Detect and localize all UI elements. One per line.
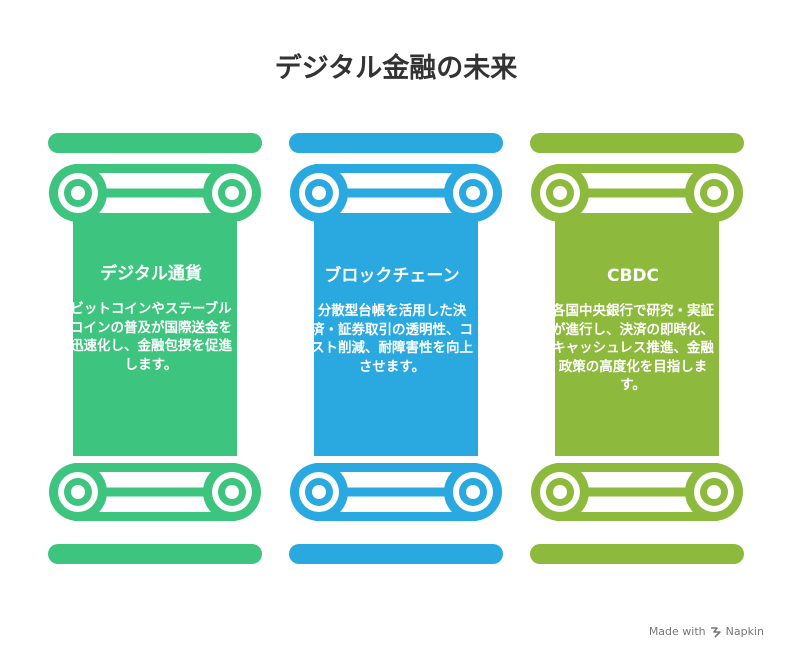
capital-top-bar <box>74 463 236 472</box>
column-shaft <box>73 218 237 456</box>
pillar-cbdc: CBDC 各国中央銀行で研究・実証が進行し、決済の即時化、キャッシュレス推進、金… <box>526 0 748 660</box>
pillar-body: 各国中央銀行で研究・実証が進行し、決済の即時化、キャッシュレス推進、金融政策の高… <box>552 303 714 393</box>
capital-bottom-bar <box>556 213 718 222</box>
volute-eye <box>707 485 721 499</box>
volute-eye <box>312 485 326 499</box>
column-abacus-top <box>48 133 262 153</box>
pillar-text: CBDC 各国中央銀行で研究・実証が進行し、決済の即時化、キャッシュレス推進、金… <box>550 264 716 395</box>
pillar-body: 分散型台帳を活用した決済・証券取引の透明性、コスト削減、耐障害性を向上させます。 <box>311 303 473 375</box>
capital-bottom-bar <box>315 512 477 521</box>
capital-mid-bar <box>556 188 718 198</box>
pillar-heading: ブロックチェーン <box>324 266 460 286</box>
capital-bottom-bar <box>74 512 236 521</box>
capital-top-bar <box>74 164 236 173</box>
capital-bottom-bar <box>74 213 236 222</box>
capital-mid-bar <box>315 188 477 198</box>
capital-top-bar <box>556 164 718 173</box>
capital-mid-bar <box>556 487 718 497</box>
pillar-blockchain: ブロックチェーン 分散型台帳を活用した決済・証券取引の透明性、コスト削減、耐障害… <box>285 0 507 660</box>
footer-text: Made with <box>648 625 706 638</box>
pillar-heading: デジタル通貨 <box>100 264 202 284</box>
volute-eye <box>707 186 721 200</box>
capital-mid-bar <box>315 487 477 497</box>
pillar-body: ビットコインやステーブルコインの普及が国際送金を迅速化し、金融包摂を促進します。 <box>70 301 232 373</box>
volute-eye <box>225 186 239 200</box>
column-shaft <box>314 218 478 456</box>
capital-top-bar <box>315 164 477 173</box>
capital-top-bar <box>315 463 477 472</box>
column-icon <box>289 133 503 564</box>
capital-mid-bar <box>74 188 236 198</box>
capital-bottom-bar <box>556 512 718 521</box>
column-shaft <box>555 218 719 456</box>
volute-eye <box>71 485 85 499</box>
pillar-digital-currency: デジタル通貨 ビットコインやステーブルコインの普及が国際送金を迅速化し、金融包摂… <box>44 0 266 660</box>
capital-bottom-bar <box>315 213 477 222</box>
column-base-bottom <box>48 544 262 564</box>
column-abacus-top <box>530 133 744 153</box>
capital-mid-bar <box>74 487 236 497</box>
volute-eye <box>553 485 567 499</box>
volute-eye <box>312 186 326 200</box>
page-title: デジタル金融の未来 <box>274 53 518 84</box>
volute-eye <box>553 186 567 200</box>
column-icon <box>48 133 262 564</box>
column-base-bottom <box>530 544 744 564</box>
volute-eye <box>466 186 480 200</box>
volute-eye <box>225 485 239 499</box>
pillar-heading: CBDC <box>606 266 660 286</box>
capital-top-bar <box>556 463 718 472</box>
footer-brand: Napkin <box>725 625 764 638</box>
volute-eye <box>466 485 480 499</box>
pillar-text: ブロックチェーン 分散型台帳を活用した決済・証券取引の透明性、コスト削減、耐障害… <box>309 264 475 376</box>
column-abacus-top <box>289 133 503 153</box>
footer-attribution: Made with Napkin <box>649 625 764 638</box>
napkin-logo-icon <box>710 626 721 638</box>
column-icon <box>530 133 744 564</box>
volute-eye <box>71 186 85 200</box>
column-base-bottom <box>289 544 503 564</box>
pillar-text: デジタル通貨 ビットコインやステーブルコインの普及が国際送金を迅速化し、金融包摂… <box>68 262 234 374</box>
